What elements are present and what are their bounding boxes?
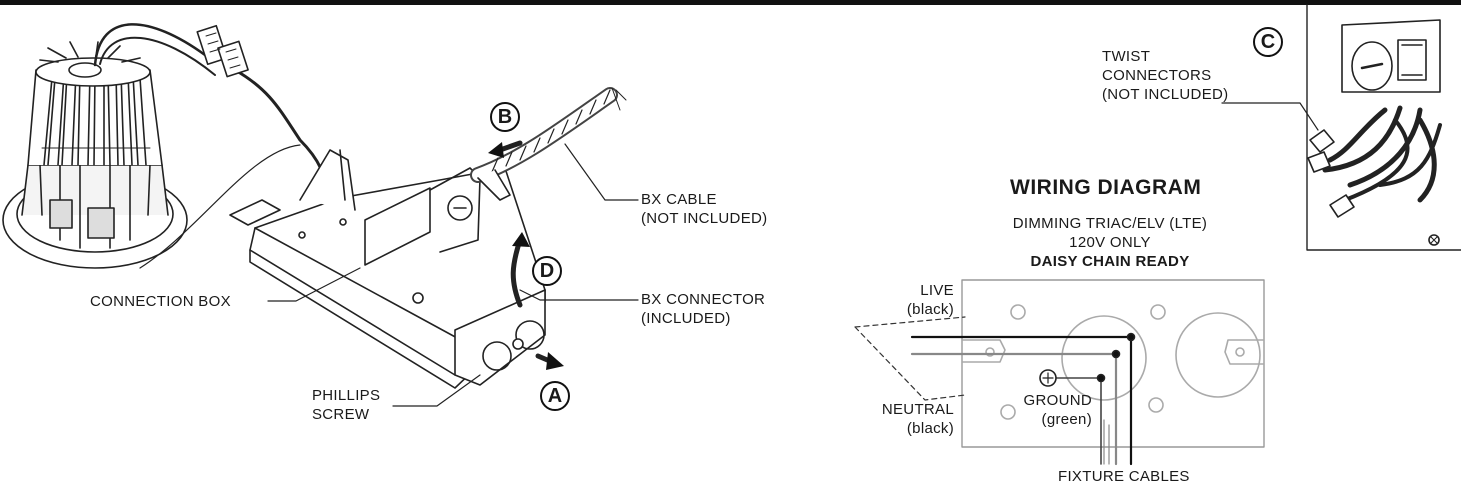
callout-c: C — [1253, 27, 1283, 57]
fixture-cables-drawing — [93, 23, 332, 269]
phillips-screw-label: PHILLIPS SCREW — [312, 387, 381, 423]
arrow-b — [497, 140, 523, 153]
neutral-label: NEUTRAL (black) — [881, 401, 954, 437]
connection-box-drawing — [229, 149, 546, 389]
callout-b: B — [490, 102, 520, 132]
top-border — [0, 0, 1461, 5]
leader-lines-left — [267, 143, 639, 407]
arrow-d — [510, 237, 523, 308]
led-fixture-drawing — [2, 41, 188, 269]
wiring-diagram-subtitle: DIMMING TRIAC/ELV (LTE) 120V ONLY DAISY … — [1012, 215, 1208, 270]
wiring-box-drawing — [854, 279, 1265, 466]
live-label: LIVE (black) — [906, 282, 954, 318]
bx-cable-label: BX CABLE (NOT INCLUDED) — [641, 191, 768, 227]
twist-connectors-label: TWIST CONNECTORS (NOT INCLUDED) — [1102, 48, 1229, 103]
wiring-diagram-title: WIRING DIAGRAM — [1010, 176, 1202, 199]
callout-d: D — [532, 256, 562, 286]
connection-box-label: CONNECTION BOX — [90, 293, 231, 310]
callout-a: A — [540, 381, 570, 411]
bx-connector-label: BX CONNECTOR (INCLUDED) — [641, 291, 766, 327]
junction-box-drawing — [1221, 4, 1461, 251]
ground-label: GROUND (green) — [1023, 392, 1092, 428]
fixture-cables-label: FIXTURE CABLES — [1058, 468, 1190, 485]
bx-cable-drawing — [470, 87, 627, 201]
